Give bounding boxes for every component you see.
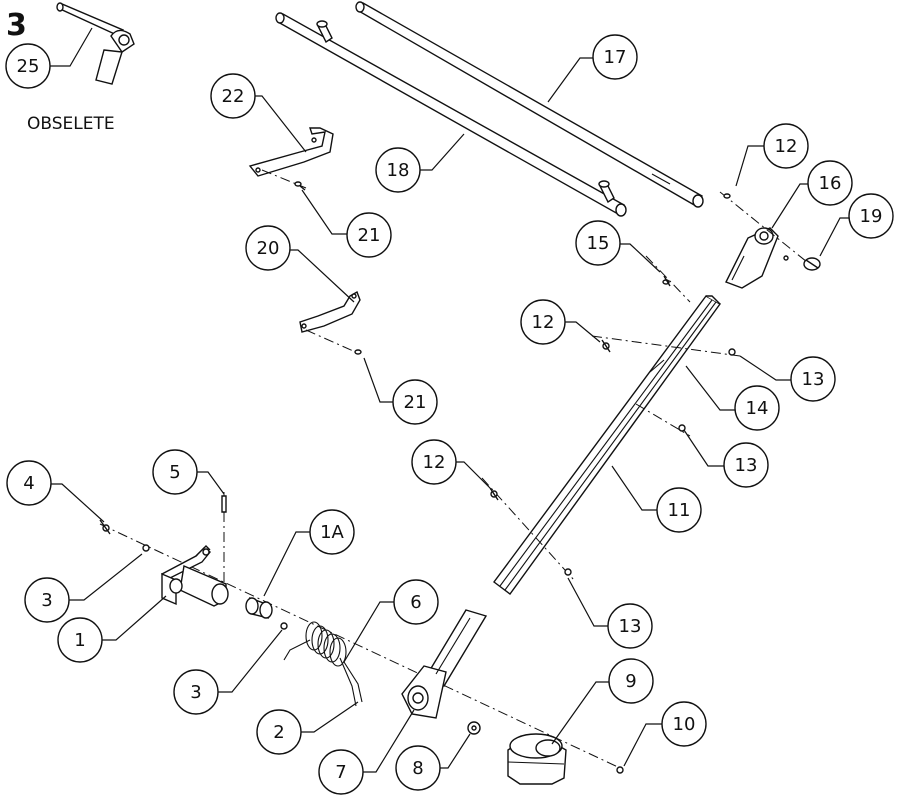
svg-text:21: 21 bbox=[358, 225, 381, 246]
callout-9: 9 bbox=[608, 658, 654, 704]
callout-20: 20 bbox=[245, 225, 291, 271]
callout-12-upper: 12 bbox=[763, 123, 809, 169]
svg-text:13: 13 bbox=[619, 616, 642, 637]
callout-13-mid: 13 bbox=[723, 442, 769, 488]
callout-18: 18 bbox=[375, 147, 421, 193]
part-21-bolt-upper bbox=[294, 181, 306, 191]
part-18-tube bbox=[275, 12, 627, 217]
callout-14: 14 bbox=[734, 385, 780, 431]
callout-19: 19 bbox=[848, 193, 894, 239]
svg-text:22: 22 bbox=[222, 86, 245, 107]
callout-1: 1 bbox=[57, 617, 103, 663]
svg-text:13: 13 bbox=[735, 455, 758, 476]
callout-11: 11 bbox=[656, 487, 702, 533]
svg-text:17: 17 bbox=[604, 47, 627, 68]
part-8-washer bbox=[467, 721, 481, 735]
svg-text:25: 25 bbox=[17, 56, 40, 77]
part-1A-bushing bbox=[245, 596, 273, 619]
callout-12-lower: 12 bbox=[411, 439, 457, 485]
part-12-pin-upper bbox=[723, 193, 731, 199]
part-2-spring bbox=[283, 621, 363, 707]
callout-4: 4 bbox=[6, 460, 52, 506]
svg-text:18: 18 bbox=[387, 160, 410, 181]
callout-2: 2 bbox=[256, 709, 302, 755]
svg-text:10: 10 bbox=[673, 714, 696, 735]
svg-text:1A: 1A bbox=[320, 522, 344, 543]
svg-text:4: 4 bbox=[23, 473, 34, 494]
callout-8: 8 bbox=[395, 745, 441, 791]
part-12-bolt-mid bbox=[601, 339, 611, 353]
callout-13-lower: 13 bbox=[607, 603, 653, 649]
callout-16: 16 bbox=[807, 160, 853, 206]
svg-text:12: 12 bbox=[532, 312, 555, 333]
callout-21-upper: 21 bbox=[346, 212, 392, 258]
callout-10: 10 bbox=[661, 701, 707, 747]
svg-text:1: 1 bbox=[74, 630, 85, 651]
part-25-obsolete-rod bbox=[56, 2, 135, 85]
part-5-pin bbox=[221, 495, 227, 513]
callout-22: 22 bbox=[210, 73, 256, 119]
part-10-pin bbox=[616, 766, 624, 774]
callout-13-upper: 13 bbox=[790, 356, 836, 402]
part-19-knob bbox=[783, 255, 821, 271]
leader-lines bbox=[48, 27, 850, 773]
callout-6: 6 bbox=[393, 579, 439, 625]
svg-text:12: 12 bbox=[423, 452, 446, 473]
part-3-washer-left bbox=[142, 544, 150, 552]
svg-text:9: 9 bbox=[625, 671, 636, 692]
part-12-bolt-low bbox=[489, 487, 499, 501]
part-17-tube bbox=[355, 1, 704, 208]
svg-text:16: 16 bbox=[819, 173, 842, 194]
callout-25: 25 bbox=[5, 43, 51, 89]
callout-17: 17 bbox=[592, 34, 638, 80]
svg-text:20: 20 bbox=[257, 238, 280, 259]
callout-3-mid: 3 bbox=[173, 669, 219, 715]
figure-number: 3 bbox=[6, 8, 27, 43]
part-1-housing bbox=[160, 545, 229, 607]
svg-text:15: 15 bbox=[587, 233, 610, 254]
part-11-shaft bbox=[493, 295, 722, 595]
callout-3-left: 3 bbox=[24, 577, 70, 623]
callout-15: 15 bbox=[575, 220, 621, 266]
svg-text:6: 6 bbox=[410, 592, 421, 613]
svg-text:5: 5 bbox=[169, 462, 180, 483]
svg-text:12: 12 bbox=[775, 136, 798, 157]
callout-1A: 1A bbox=[309, 509, 355, 555]
part-3-washer-mid bbox=[280, 622, 288, 630]
part-20-bracket bbox=[299, 290, 361, 333]
svg-text:13: 13 bbox=[802, 369, 825, 390]
svg-text:8: 8 bbox=[412, 758, 423, 779]
part-22-bracket bbox=[248, 127, 334, 177]
part-15-bolt bbox=[662, 275, 671, 287]
obsolete-note: OBSELETE bbox=[27, 114, 115, 134]
callout-12-mid: 12 bbox=[520, 299, 566, 345]
svg-text:2: 2 bbox=[273, 722, 284, 743]
part-4-bolt bbox=[99, 519, 111, 535]
svg-text:19: 19 bbox=[860, 206, 883, 227]
part-21-bolt-lower bbox=[354, 349, 362, 355]
svg-text:14: 14 bbox=[746, 398, 769, 419]
svg-text:7: 7 bbox=[335, 762, 346, 783]
part-13-nut-low bbox=[678, 424, 686, 432]
svg-text:11: 11 bbox=[668, 500, 691, 521]
callout-7: 7 bbox=[318, 749, 364, 795]
part-13-nut-bottom bbox=[564, 568, 572, 576]
callout-5: 5 bbox=[152, 449, 198, 495]
part-7-lever bbox=[401, 609, 488, 719]
svg-text:3: 3 bbox=[190, 682, 201, 703]
part-9-collar bbox=[507, 733, 567, 785]
callout-21-lower: 21 bbox=[392, 379, 438, 425]
svg-text:3: 3 bbox=[41, 590, 52, 611]
part-13-nut-mid bbox=[728, 348, 736, 356]
part-16-clevis bbox=[725, 227, 779, 289]
svg-text:21: 21 bbox=[404, 392, 427, 413]
